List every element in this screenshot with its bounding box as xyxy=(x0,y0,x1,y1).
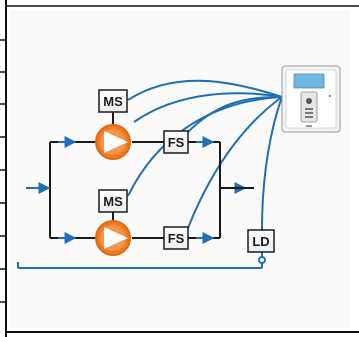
pump-top-triangle-icon xyxy=(104,131,128,153)
flow-switch-bottom: FS xyxy=(163,226,189,250)
pump-bottom xyxy=(95,220,131,256)
motor-sensor-top: MS xyxy=(98,89,128,113)
wire-ms-bottom xyxy=(127,96,283,197)
wire-fs-bottom xyxy=(187,96,283,229)
motor-sensor-bottom: MS xyxy=(98,189,128,213)
flow-switch-top-label: FS xyxy=(168,135,185,150)
controller-keypad xyxy=(300,91,318,123)
wire-ld xyxy=(261,96,283,231)
leak-detector-label: LD xyxy=(252,234,269,249)
leak-detector: LD xyxy=(247,229,275,253)
motor-sensor-bottom-label: MS xyxy=(103,194,123,209)
controller-screen xyxy=(293,73,325,89)
wire-ms-top xyxy=(127,79,283,101)
controller-unit xyxy=(281,65,341,133)
row-rule-ticks xyxy=(0,39,6,303)
flow-switch-top: FS xyxy=(163,130,189,154)
signal-wires xyxy=(127,79,283,231)
document-frame xyxy=(5,0,359,337)
leak-line xyxy=(17,252,266,269)
pump-bottom-triangle-icon xyxy=(104,227,128,249)
motor-sensor-top-label: MS xyxy=(103,94,123,109)
pump-top xyxy=(95,124,131,160)
wire-pump-top xyxy=(133,92,283,123)
flow-switch-bottom-label: FS xyxy=(168,231,185,246)
diagram-panel xyxy=(10,10,350,328)
